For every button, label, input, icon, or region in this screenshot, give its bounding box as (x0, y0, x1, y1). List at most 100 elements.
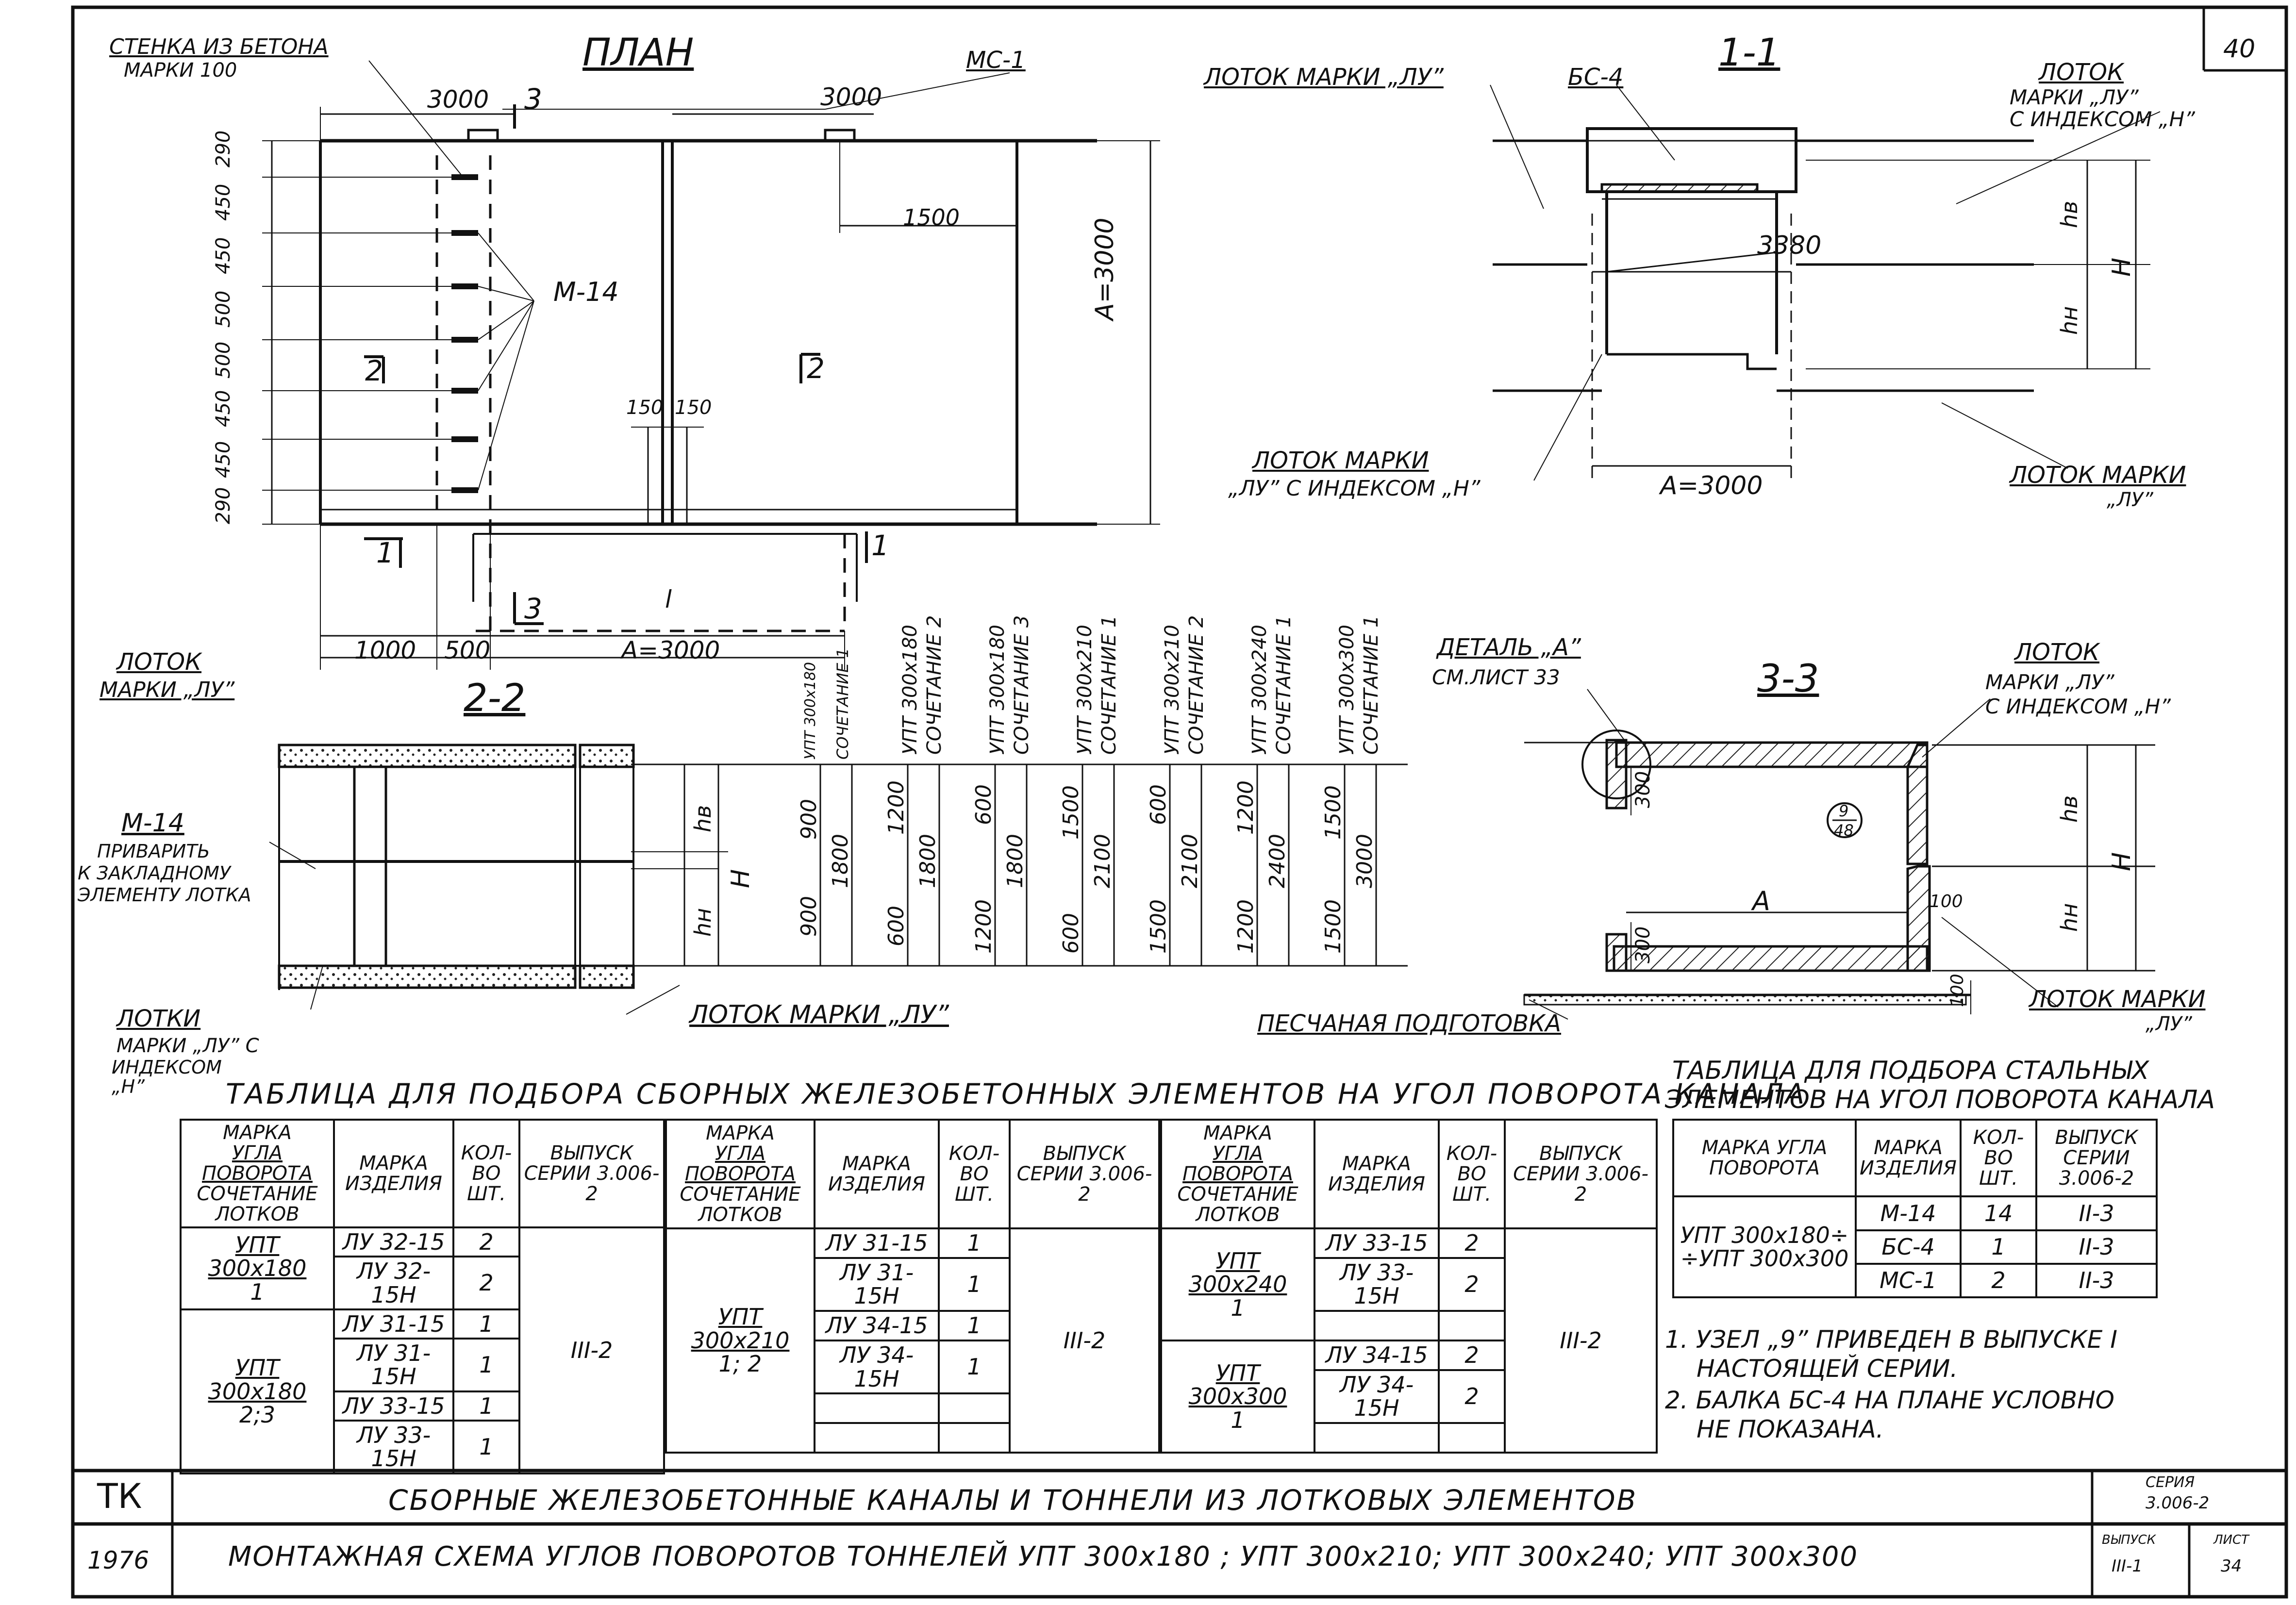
sec33-H: Н (2107, 852, 2136, 871)
header-issue: ВЫПУСК СЕРИИ 3.006-2 (1504, 1119, 1658, 1229)
angle-comb: 1; 2 (718, 1351, 762, 1377)
plan-dim-150b: 150 (675, 397, 712, 419)
sec22-H: Н (726, 869, 755, 888)
plan-left-dim: 450 (212, 183, 234, 221)
item-cell: ЛУ 33-15Н (333, 1420, 454, 1474)
combo-H-value: 2100 (1178, 834, 1202, 888)
issue-cell: III-2 (1504, 1227, 1658, 1454)
table-header-row: МАРКА УГЛА ПОВОРОТА СОЧЕТАНИЕ ЛОТКОВ МАР… (180, 1119, 665, 1228)
qty-cell: 2 (452, 1256, 520, 1310)
qty-cell: 2 (452, 1226, 520, 1258)
combo-hv-value: 1200 (1233, 780, 1258, 835)
table-row: ЛУ 34-15Н 1 (666, 1339, 1159, 1395)
table-row: ЛУ 34-15 1 (666, 1310, 1159, 1341)
item-cell: ЛУ 32-15 (333, 1226, 454, 1258)
sec33-node-top: 9 (1839, 802, 1849, 820)
header-mark-1: МАРКА (1203, 1122, 1272, 1144)
item-cell: ЛУ 34-15 (1314, 1339, 1440, 1371)
item-cell (814, 1392, 940, 1424)
table-header-row: МАРКА УГЛА ПОВОРОТА МАРКА ИЗДЕЛИЯ КОЛ-ВО… (1672, 1118, 2158, 1198)
sec33-lotok-label: ЛОТОК (2014, 639, 2100, 666)
sec11-dim-a: А=3000 (1660, 471, 1763, 500)
header-quantity: КОЛ-ВО ШТ. (938, 1119, 1011, 1229)
sec22-lotki-label-3: ИНДЕКСОМ (112, 1057, 222, 1078)
header-mark-1: МАРКА (223, 1122, 292, 1144)
header-mark-3: СОЧЕТАНИЕ (197, 1183, 318, 1205)
sec33-lotok-bottom-right-2: „ЛУ” (2146, 1013, 2192, 1035)
title-block-title-2: МОНТАЖНАЯ СХЕМА УГЛОВ ПОВОРОТОВ ТОННЕЛЕЙ… (228, 1541, 1859, 1572)
sec33-dim-100-bottom: 100 (1947, 974, 1967, 1007)
sec22-hn: hн (690, 908, 716, 937)
header-quantity: КОЛ-ВО ШТ. (1960, 1118, 2037, 1198)
sec11-lotok-bottom-left-2: „ЛУ” С ИНДЕКСОМ „Н” (1228, 476, 1481, 501)
sec11-lotok-h-label-3: С ИНДЕКСОМ „Н” (2010, 107, 2195, 131)
header-mark-2: УГЛА ПОВОРОТА (685, 1142, 796, 1185)
plan-dim-150a: 150 (626, 397, 664, 419)
combo-hn-value: 1500 (1321, 899, 1346, 954)
header-issue: ВЫПУСК СЕРИИ 3.006-2 (518, 1119, 665, 1228)
sec33-hv: hв (2056, 795, 2082, 823)
angle-mark: УПТ 300х180 (208, 1232, 307, 1282)
qty-cell: 2 (1960, 1262, 2037, 1299)
combo-header-sochetanie: СОЧЕТАНИЕ 3 (1011, 615, 1033, 755)
combo-header-name: УПТ 300х210 (1161, 625, 1183, 755)
title-block-code: ТК (97, 1476, 142, 1516)
sec11-H: Н (2107, 257, 2136, 277)
combo-hn-value: 1200 (971, 899, 996, 954)
sheet-frame (71, 5, 2288, 1599)
table-row: ЛУ 34-15Н 2 (1161, 1369, 1657, 1424)
table-row: ЛУ 32-15Н 2 (181, 1256, 664, 1310)
qty-cell (1438, 1422, 1506, 1454)
qty-cell: 1 (938, 1257, 1011, 1312)
qty-cell (938, 1392, 1011, 1424)
issue-cell: III-2 (518, 1226, 665, 1474)
sec22-weld-1: ПРИВАРИТЬ (97, 841, 210, 862)
table-row: МС-1 2 II-3 (1673, 1262, 2158, 1299)
plan-cut-marker-1-right: 1 (871, 529, 889, 562)
plan-left-dim: 500 (212, 290, 234, 328)
sec11-bs4-label: БС-4 (1568, 64, 1624, 91)
item-cell: ЛУ 31-15 (333, 1308, 454, 1340)
sec22-lotok-label: ЛОТОК (116, 648, 202, 676)
plan-dim-1500: 1500 (903, 204, 960, 231)
table2: МАРКА УГЛА ПОВОРОТА МАРКА ИЗДЕЛИЯ КОЛ-ВО… (1672, 1118, 2158, 1299)
title-block-issue-label: ВЫПУСК (2102, 1533, 2156, 1547)
sec33-sand-label: ПЕСЧАНАЯ ПОДГОТОВКА (1257, 1010, 1562, 1037)
sec11-hn: hн (2056, 306, 2082, 335)
title-block-series-label: СЕРИЯ (2146, 1474, 2195, 1491)
combo-hn-value: 600 (1059, 913, 1083, 954)
combo-hv-value: 1500 (1321, 785, 1346, 840)
combo-hv-value: 600 (1146, 784, 1171, 825)
issue-cell: II-3 (2035, 1195, 2158, 1231)
section-3-3-title: 3-3 (1757, 657, 1819, 701)
item-cell: ЛУ 31-15Н (333, 1338, 454, 1392)
header-item-mark: МАРКА ИЗДЕЛИЯ (1855, 1118, 1962, 1198)
plan-dim-a3000-horizontal: А=3000 (621, 636, 720, 664)
issue-cell: III-2 (1009, 1227, 1160, 1454)
plan-left-dim: 450 (212, 237, 234, 274)
item-cell: МС-1 (1855, 1262, 1962, 1299)
plan-cut-marker-3-bottom: 3 (524, 592, 542, 625)
table-row (1161, 1422, 1657, 1454)
combo-header-name: УПТ 300х240 (1248, 625, 1271, 755)
combo-header-name: УПТ 300х210 (1074, 625, 1096, 755)
qty-cell: 1 (452, 1420, 520, 1474)
sec11-lotok-bottom-right-2: „ЛУ” (2107, 489, 2153, 511)
item-cell: ЛУ 34-15Н (814, 1339, 940, 1395)
combo-hv-value: 900 (797, 799, 821, 840)
combo-header-sochetanie: СОЧЕТАНИЕ 2 (923, 615, 946, 755)
sec33-detail-label-2: СМ.ЛИСТ 33 (1432, 665, 1560, 689)
qty-cell: 2 (1438, 1257, 1506, 1312)
header-quantity: КОЛ-ВО ШТ. (1438, 1119, 1506, 1229)
angle-mark-line-1: УПТ 300х180÷ (1680, 1222, 1849, 1248)
item-cell (1314, 1422, 1440, 1454)
table-row (666, 1422, 1159, 1454)
table-row: УПТ 300х180÷÷УПТ 300х300 М-14 14 II-3 (1672, 1195, 2158, 1298)
header-issue: ВЫПУСК СЕРИИ 3.006-2 (2035, 1118, 2158, 1198)
angle-mark: УПТ 300х180 (208, 1355, 307, 1405)
